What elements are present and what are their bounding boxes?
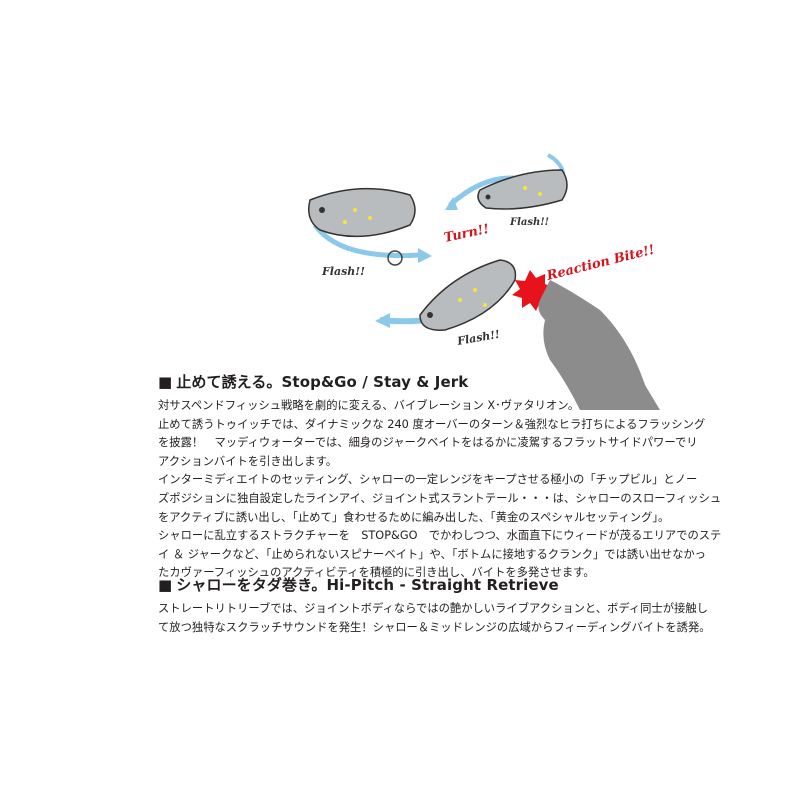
section2-line: ストレートリトリーブでは、ジョイントボディならではの艶かしいライブアクションと、… xyxy=(158,602,708,615)
lure-action-illustration: Turn!! Reaction Bite!! Flash!! Flash!! F… xyxy=(300,150,660,410)
section2-heading: ■シャローをタダ巻き。Hi-Pitch - Straight Retrieve xyxy=(158,574,559,595)
section1-line: イ ＆ ジャークなど、「止められないスピナーベイト」や、「ボトムに接地するクラン… xyxy=(158,547,706,561)
section1-line: たカヴァーフィッシュのアクティビティを積極的に引き出し、バイトを多発させます。 xyxy=(158,566,595,580)
section1-heading-text: 止めて誘える。Stop&Go / Stay & Jerk xyxy=(176,373,469,391)
section1-body: 対サスペンドフィッシュ戦略を劇的に変える、バイブレーション X･ヴァタリオン。 … xyxy=(158,397,721,583)
lure-action-diagram: Turn!! Reaction Bite!! Flash!! Flash!! F… xyxy=(308,153,660,410)
lure-top-right-icon xyxy=(477,169,568,210)
section1-marker: ■ xyxy=(158,373,173,391)
bass-fish-icon xyxy=(538,280,660,410)
section1-line: ズポジションに独自設定したラインアイ、ジョイント式スラントテール・・・は、シャロ… xyxy=(158,491,722,505)
section1-line: 対サスペンドフィッシュ戦略を劇的に変える、バイブレーション X･ヴァタリオン。 xyxy=(158,399,580,412)
lure-left-icon xyxy=(308,187,416,266)
section2-line: て放つ独特なスクラッチサウンドを発生！シャロー＆ミッドレンジの広域からフィーディ… xyxy=(158,620,711,634)
arrow-head-left xyxy=(418,248,432,263)
flash-label-top-right: Flash!! xyxy=(509,217,549,228)
arrow-head-top xyxy=(445,197,458,210)
turn-label: Turn!! xyxy=(443,222,491,246)
section2-marker: ■ xyxy=(158,576,173,594)
flash-label-center: Flash!! xyxy=(455,328,501,348)
section1-line: をアクティブに誘い出し、「止めて」食わせるために編み出した、「黄金のスペシャルセ… xyxy=(158,510,670,524)
section2-body: ストレートリトリーブでは、ジョイントボディならではの艶かしいライブアクションと、… xyxy=(158,600,711,637)
reaction-bite-label: Reaction Bite!! xyxy=(544,243,656,285)
section1-line: アクションバイトを引き出します。 xyxy=(158,454,338,468)
section1-line: シャローに乱立するストラクチャーを STOP&GO でかわしつつ、水面直下にウィ… xyxy=(158,529,722,543)
section1-heading: ■止めて誘える。Stop&Go / Stay & Jerk xyxy=(158,371,468,392)
section1-line: を披露！ マッディウォーターでは、細身のジャークベイトをはるかに凌駕するフラット… xyxy=(158,436,698,450)
arrow-head-bottom xyxy=(375,313,390,328)
section1-line: インターミディエイトのセッティング、シャローの一定レンジをキープさせる極小の「チ… xyxy=(158,473,698,487)
lure-center-icon xyxy=(419,259,517,331)
section1-line: 止めて誘うトゥイッチでは、ダイナミックな 240 度オーバーのターン＆強烈なヒラ… xyxy=(158,417,706,431)
flow-arrow-left xyxy=(312,223,421,259)
section2-heading-text: シャローをタダ巻き。Hi-Pitch - Straight Retrieve xyxy=(176,576,559,594)
flash-label-left: Flash!! xyxy=(321,265,365,278)
